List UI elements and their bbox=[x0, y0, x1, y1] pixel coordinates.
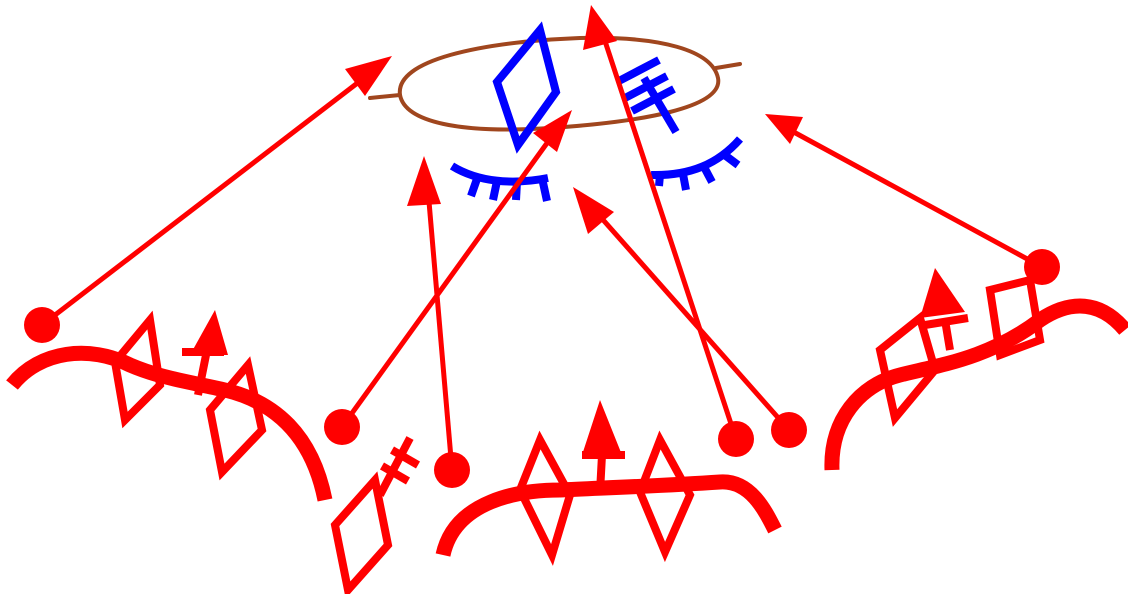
right-diamond-1 bbox=[875, 311, 940, 427]
blue-eyelash-right bbox=[650, 136, 744, 191]
red-arc-group-center bbox=[435, 400, 782, 566]
cross-diamond-shape bbox=[330, 471, 393, 594]
right-arc bbox=[824, 298, 1128, 471]
red-arrows bbox=[24, 5, 1060, 488]
arrow-lowleft-to-diamond bbox=[324, 110, 572, 445]
ellipse-outline bbox=[397, 35, 721, 132]
red-arc-group-left bbox=[6, 310, 333, 502]
right-diamond-2 bbox=[985, 275, 1045, 361]
red-cross-diamond bbox=[330, 436, 420, 594]
central-ellipse bbox=[368, 35, 742, 132]
ellipse-stem-left bbox=[368, 93, 402, 100]
left-arc bbox=[6, 345, 333, 502]
arrow-left-to-ellipse bbox=[24, 56, 392, 343]
center-diamond-2 bbox=[635, 430, 695, 563]
blue-cross-bar bbox=[615, 56, 680, 135]
arrow-mid-to-left-lash bbox=[407, 156, 470, 488]
right-arrow-up bbox=[924, 314, 969, 351]
center-diamond-1 bbox=[515, 430, 575, 566]
arrow-right-to-center bbox=[573, 187, 807, 448]
ellipse-stem-right bbox=[714, 62, 742, 70]
left-diamond-2 bbox=[205, 356, 267, 481]
cross-diamond-stem bbox=[376, 436, 414, 497]
center-arc bbox=[435, 474, 782, 558]
left-diamond-1 bbox=[110, 310, 165, 429]
blue-diamond bbox=[492, 21, 561, 154]
arrow-far-right-to-right-lash bbox=[765, 114, 1060, 285]
red-arc-group-right bbox=[824, 268, 1128, 471]
arrow-right-to-top bbox=[583, 5, 754, 457]
blue-eyelash-left bbox=[449, 162, 551, 202]
